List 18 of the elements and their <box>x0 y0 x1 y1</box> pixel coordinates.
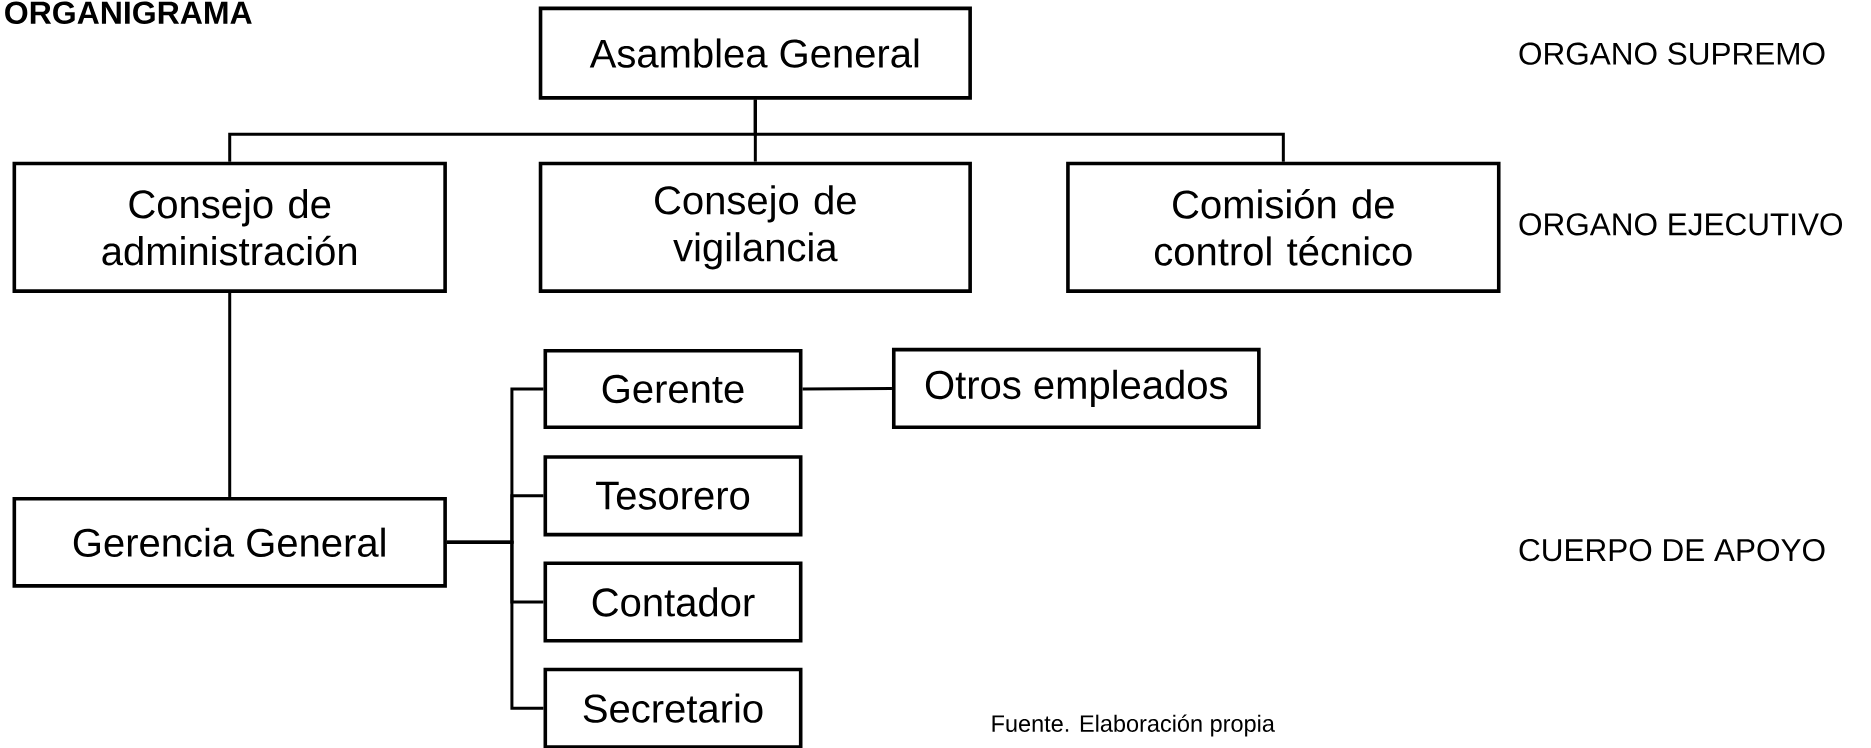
org-box: Gerente <box>543 348 803 429</box>
org-box: Consejo de administración <box>12 161 447 293</box>
org-box: Asamblea General <box>538 6 972 100</box>
title: ORGANIGRAMA <box>5 1 252 24</box>
org-box: Comisión de control técnico <box>1066 161 1501 293</box>
org-box: Tesorero <box>543 455 803 537</box>
level-label: CUERPO DE APOYO <box>1519 538 1825 562</box>
connector-line <box>446 540 544 710</box>
level-label: ORGANO SUPREMO <box>1519 42 1825 65</box>
connector-line <box>228 292 232 497</box>
org-box: Secretario <box>543 667 803 748</box>
source-note: Fuente. Elaboración propia <box>992 714 1275 737</box>
org-box: Otros empleados <box>891 347 1261 429</box>
org-box: Contador <box>543 561 803 643</box>
org-box: Consejo de vigilancia <box>538 161 972 293</box>
connector-line <box>753 99 1285 162</box>
org-box: Gerencia General <box>12 496 447 588</box>
connector-line <box>802 386 892 391</box>
